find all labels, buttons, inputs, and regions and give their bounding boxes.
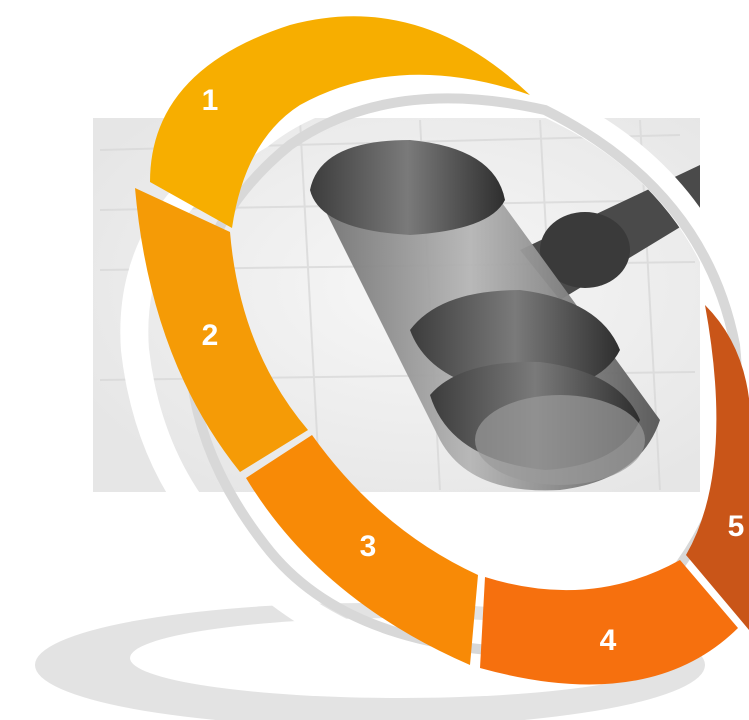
segment-2-label: 2 (202, 319, 219, 352)
segment-5-label: 5 (728, 510, 745, 543)
segment-1-label: 1 (202, 84, 219, 117)
segment-3-label: 3 (360, 530, 377, 563)
segment-4-label: 4 (600, 624, 617, 657)
